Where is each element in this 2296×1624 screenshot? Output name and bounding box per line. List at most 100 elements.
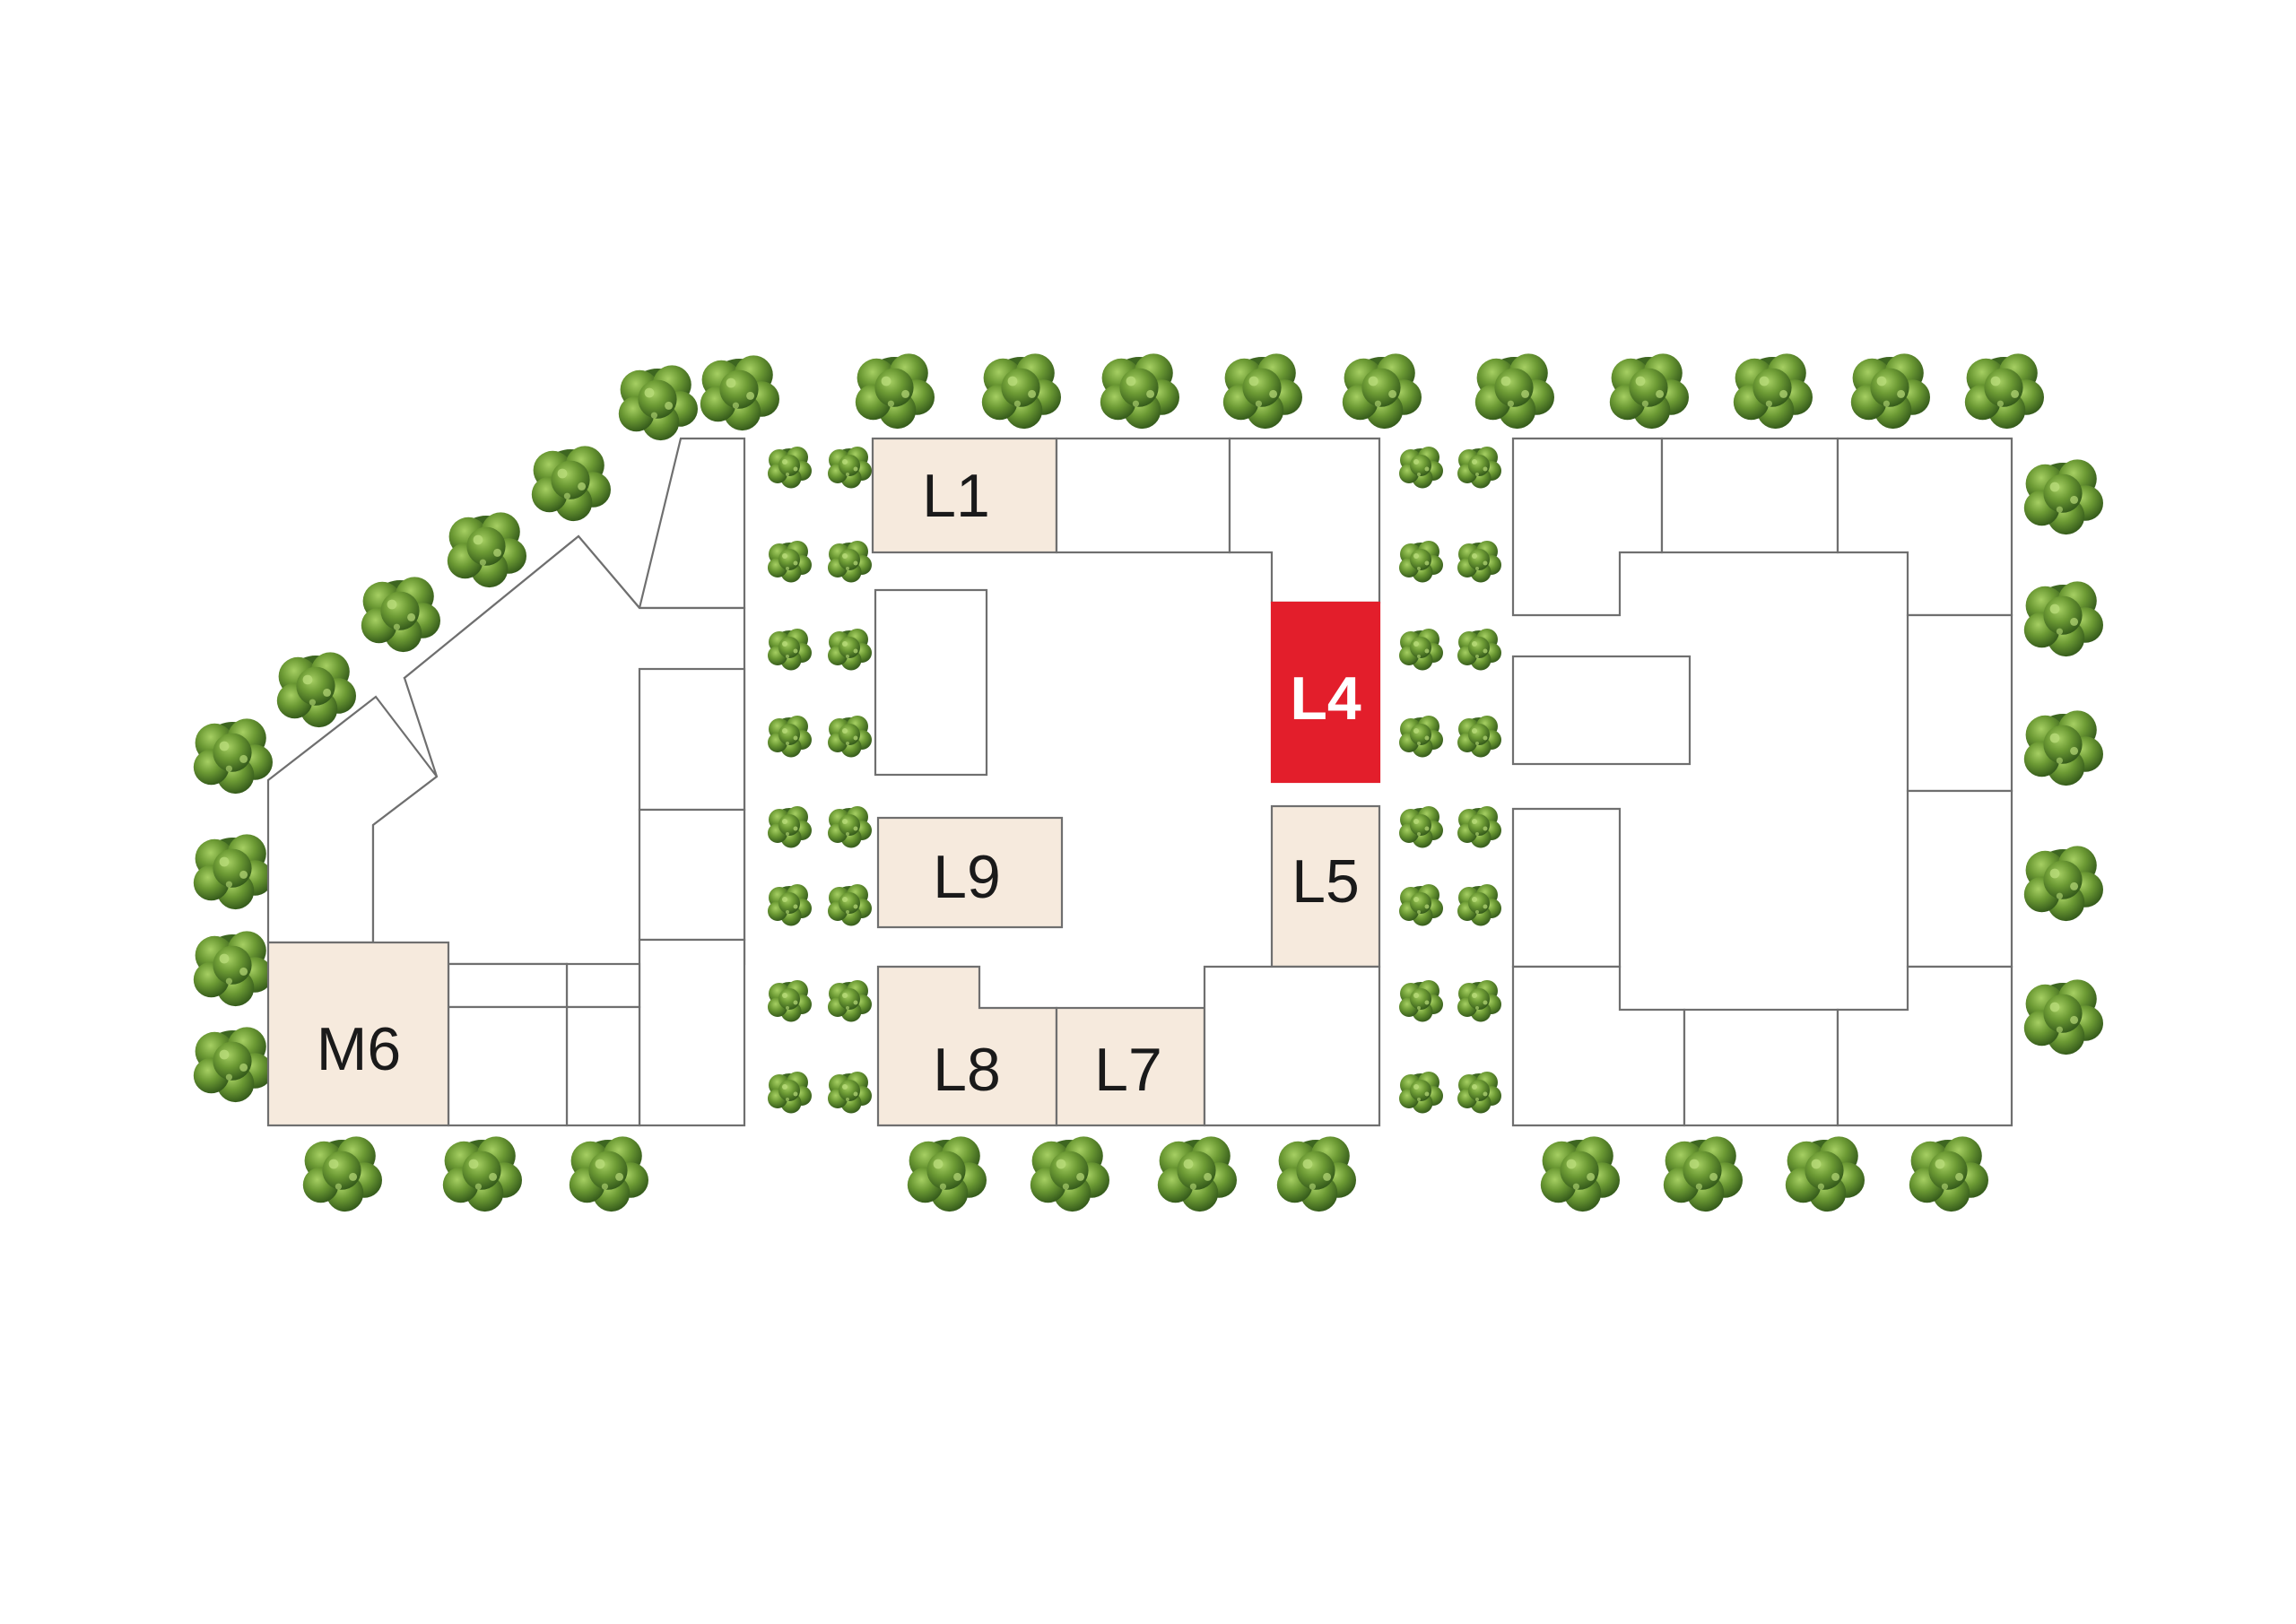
tree-icon bbox=[1399, 541, 1443, 583]
tree-icon bbox=[1457, 716, 1501, 758]
unit-m6-label: M6 bbox=[317, 1015, 401, 1083]
tree-icon bbox=[768, 884, 812, 926]
unit-l4-shape bbox=[1270, 601, 1381, 784]
building-unit bbox=[638, 808, 746, 942]
tree-icon bbox=[828, 884, 872, 926]
tree-icon bbox=[828, 806, 872, 848]
tree-icon bbox=[1457, 806, 1501, 848]
tree-icon bbox=[302, 1136, 382, 1212]
tree-icon bbox=[1457, 884, 1501, 926]
middle-building-block: L1 L4 L9 L5 L8 L7 bbox=[871, 437, 1381, 1127]
unit-l9[interactable]: L9 bbox=[876, 816, 1064, 929]
unit-l9-shape bbox=[876, 816, 1064, 929]
tree-icon bbox=[828, 447, 872, 489]
tree-icon bbox=[1399, 716, 1443, 758]
tree-icon bbox=[907, 1136, 987, 1212]
tree-icon bbox=[1663, 1136, 1743, 1212]
left-building-block: M6 bbox=[266, 437, 746, 1127]
building-unit bbox=[565, 1005, 641, 1127]
tree-icon bbox=[828, 541, 872, 583]
tree-icon bbox=[1399, 806, 1443, 848]
unit-m6[interactable]: M6 bbox=[266, 941, 450, 1127]
tree-icon bbox=[1909, 1136, 1988, 1212]
unit-l7-label: L7 bbox=[1094, 1036, 1162, 1104]
tree-icon bbox=[1457, 1072, 1501, 1114]
tree-icon bbox=[447, 512, 526, 588]
tree-icon bbox=[1457, 541, 1501, 583]
tree-icon bbox=[768, 980, 812, 1022]
unit-m6-shape bbox=[266, 941, 450, 1127]
tree-icon bbox=[1457, 980, 1501, 1022]
tree-icon bbox=[193, 1027, 273, 1103]
building-unit bbox=[638, 667, 746, 812]
tree-icon bbox=[1964, 353, 2044, 430]
unit-l4[interactable]: L4 bbox=[1270, 601, 1381, 784]
tree-icon bbox=[569, 1136, 648, 1212]
tree-icon bbox=[1457, 447, 1501, 489]
tree-icon bbox=[1276, 1136, 1356, 1212]
tree-icon bbox=[1399, 629, 1443, 671]
tree-icon bbox=[1609, 353, 1689, 430]
building-unit bbox=[1836, 965, 2013, 1127]
tree-icon bbox=[1100, 353, 1179, 430]
tree-icon bbox=[1157, 1136, 1237, 1212]
unit-l8[interactable]: L8 bbox=[876, 965, 1058, 1127]
tree-icon bbox=[768, 806, 812, 848]
building-unit bbox=[1228, 437, 1381, 604]
tree-icon bbox=[1733, 353, 1813, 430]
building-unit bbox=[1203, 965, 1381, 1127]
tree-icon bbox=[828, 1072, 872, 1114]
tree-icon bbox=[2023, 710, 2103, 786]
tree-icon bbox=[2023, 459, 2103, 535]
building-unit bbox=[1055, 437, 1231, 554]
tree-icon bbox=[442, 1136, 522, 1212]
tree-icon bbox=[193, 718, 273, 795]
tree-icon bbox=[700, 355, 779, 431]
tree-icon bbox=[768, 447, 812, 489]
tree-icon bbox=[855, 353, 935, 430]
tree-icon bbox=[768, 1072, 812, 1114]
building-unit bbox=[1660, 437, 1839, 554]
tree-icon bbox=[1399, 980, 1443, 1022]
tree-icon bbox=[618, 365, 698, 441]
tree-icon bbox=[828, 629, 872, 671]
tree-icon bbox=[768, 541, 812, 583]
unit-l5[interactable]: L5 bbox=[1270, 804, 1381, 968]
tree-icon bbox=[768, 629, 812, 671]
building-unit bbox=[1906, 789, 2013, 968]
tree-icon bbox=[768, 716, 812, 758]
tree-icon bbox=[361, 577, 440, 653]
tree-icon bbox=[1030, 1136, 1109, 1212]
building-unit bbox=[1683, 1008, 1839, 1127]
tree-icon bbox=[828, 980, 872, 1022]
building-unit bbox=[447, 962, 569, 1009]
tree-icon bbox=[531, 446, 611, 522]
building-unit bbox=[1906, 613, 2013, 793]
tree-icon bbox=[193, 834, 273, 910]
building-unit bbox=[1511, 807, 1622, 968]
tree-icon bbox=[828, 716, 872, 758]
unit-l4-label: L4 bbox=[1290, 664, 1361, 733]
building-unit bbox=[874, 588, 988, 777]
tree-icon bbox=[1399, 1072, 1443, 1114]
tree-icon bbox=[1474, 353, 1554, 430]
tree-icon bbox=[1457, 629, 1501, 671]
unit-l7[interactable]: L7 bbox=[1055, 1006, 1206, 1127]
tree-icon bbox=[1850, 353, 1930, 430]
unit-l1-label: L1 bbox=[922, 462, 990, 530]
building-unit bbox=[638, 938, 746, 1127]
tree-icon bbox=[1399, 884, 1443, 926]
tree-icon bbox=[193, 931, 273, 1007]
tree-icon bbox=[1222, 353, 1302, 430]
tree-icon bbox=[1540, 1136, 1620, 1212]
unit-l8-label: L8 bbox=[933, 1036, 1001, 1104]
building-unit bbox=[1511, 437, 1664, 617]
tree-icon bbox=[276, 652, 356, 728]
building-unit bbox=[1836, 437, 2013, 617]
unit-l9-label: L9 bbox=[933, 843, 1001, 911]
unit-l5-label: L5 bbox=[1292, 847, 1360, 916]
building-unit bbox=[1511, 965, 1686, 1127]
unit-l1[interactable]: L1 bbox=[871, 437, 1058, 554]
tree-icon bbox=[2023, 979, 2103, 1055]
